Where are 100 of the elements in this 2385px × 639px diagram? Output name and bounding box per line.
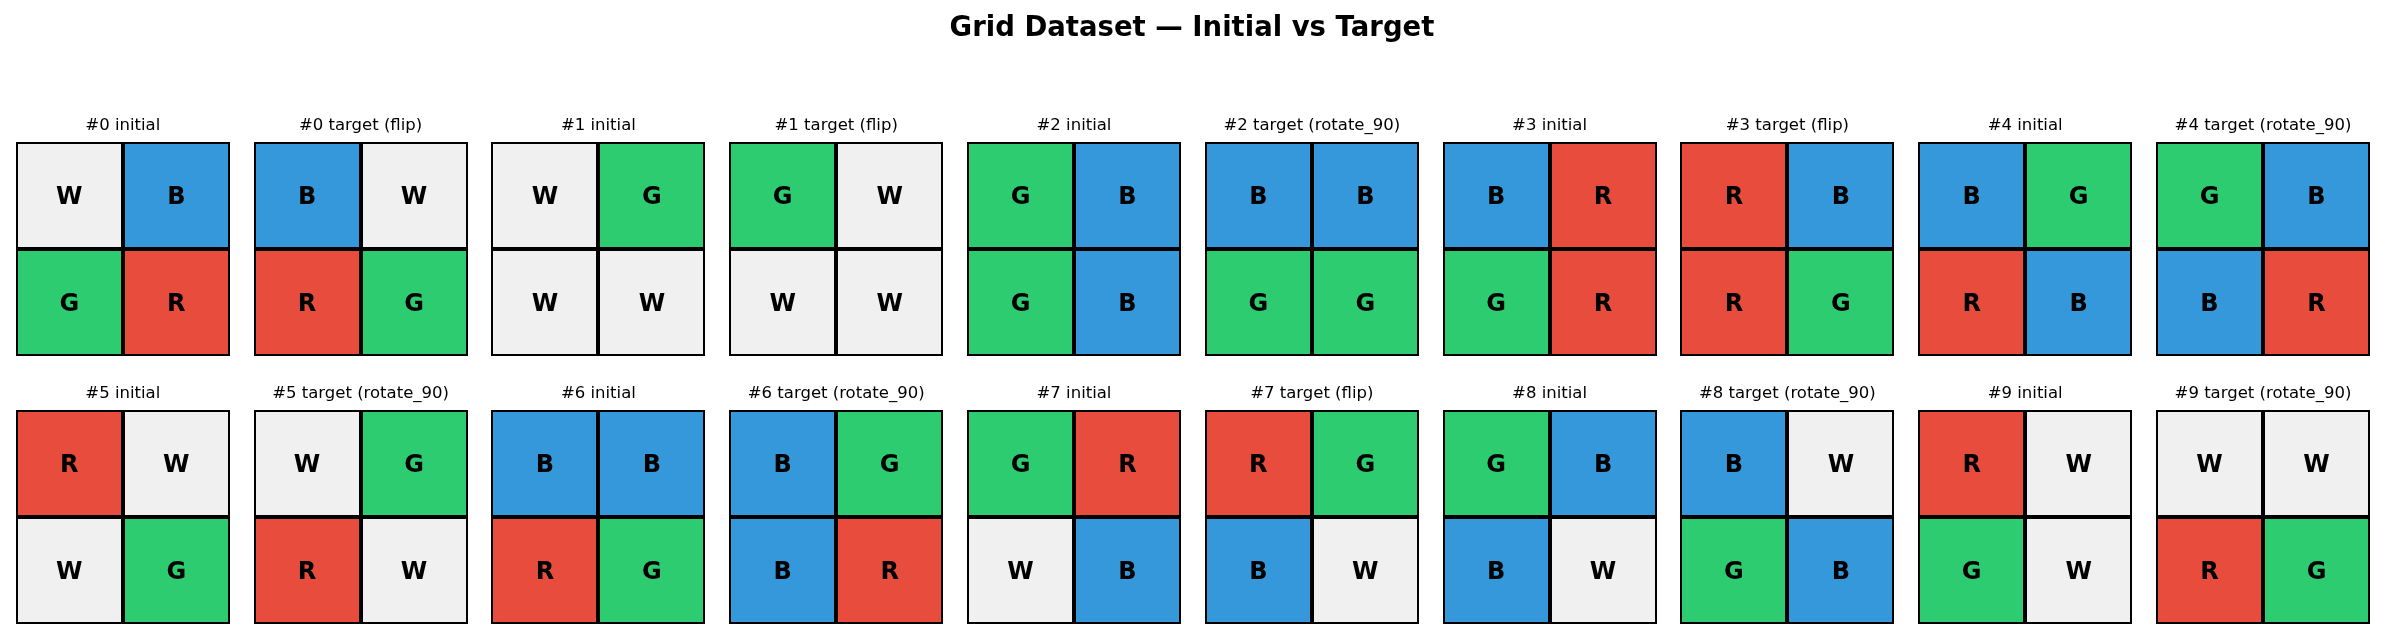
color-cell: R	[17, 412, 121, 515]
panel-title: #0 target (flip)	[298, 115, 423, 135]
color-cell: W	[600, 251, 704, 354]
color-cell: G	[1313, 412, 1417, 515]
panel-title: #7 initial	[1036, 383, 1112, 403]
color-cell: W	[838, 144, 942, 247]
panel-title: #1 initial	[560, 115, 636, 135]
panel-title: #8 target (rotate_90)	[1698, 383, 1876, 403]
color-cell: B	[1789, 519, 1893, 622]
color-cell: W	[2027, 412, 2131, 515]
color-cell: G	[362, 251, 466, 354]
color-cell: W	[493, 251, 597, 354]
color-cell: G	[17, 251, 121, 354]
color-cell: G	[2158, 144, 2261, 247]
color-cell: R	[124, 251, 228, 354]
color-cell: B	[124, 144, 228, 247]
panel-title: #6 initial	[560, 383, 636, 403]
color-cell: B	[2265, 144, 2368, 247]
color-cell: R	[255, 519, 359, 622]
color-cell: G	[969, 412, 1072, 515]
color-cell: W	[255, 412, 359, 515]
color-cell: W	[362, 144, 466, 247]
color-cell: B	[255, 144, 359, 247]
panel-title: #7 target (flip)	[1250, 383, 1374, 403]
color-cell: B	[1206, 144, 1310, 247]
color-cell: W	[17, 144, 121, 247]
color-cell: G	[1789, 251, 1893, 354]
panel-title: #6 target (rotate_90)	[747, 383, 925, 403]
color-cell: G	[1444, 251, 1548, 354]
color-cell: B	[493, 412, 597, 515]
color-cell: G	[1682, 519, 1786, 622]
color-cell: G	[1313, 251, 1417, 354]
color-cell: B	[1313, 144, 1417, 247]
color-cell: R	[1076, 412, 1179, 515]
color-cell: R	[255, 251, 359, 354]
color-cell: G	[1206, 251, 1310, 354]
color-cell: R	[1682, 251, 1786, 354]
color-cell: W	[362, 519, 466, 622]
color-cell: R	[1920, 412, 2024, 515]
color-cell: G	[838, 412, 942, 515]
panel-title: #9 initial	[1987, 383, 2063, 403]
color-cell: B	[1789, 144, 1893, 247]
color-cell: B	[1682, 412, 1786, 515]
color-cell: B	[2158, 251, 2261, 354]
color-cell: R	[2158, 519, 2261, 622]
color-cell: W	[493, 144, 597, 247]
color-cell: B	[1551, 412, 1655, 515]
color-cell: G	[124, 519, 228, 622]
color-cell: R	[2265, 251, 2368, 354]
color-cell: B	[1076, 519, 1179, 622]
diagram-title: Grid Dataset — Initial vs Target	[949, 9, 1435, 43]
color-cell: B	[600, 412, 704, 515]
color-cell: B	[2027, 251, 2131, 354]
panel-title: #3 initial	[1512, 115, 1588, 135]
color-cell: R	[493, 519, 597, 622]
panel-title: #8 initial	[1512, 383, 1588, 403]
color-cell: G	[1920, 519, 2024, 622]
color-cell: W	[17, 519, 121, 622]
color-cell: R	[1551, 144, 1655, 247]
color-cell: W	[1551, 519, 1655, 622]
color-cell: G	[1444, 412, 1548, 515]
panel-title: #9 target (rotate_90)	[2174, 383, 2352, 403]
color-cell: W	[1789, 412, 1893, 515]
color-cell: R	[1682, 144, 1786, 247]
color-cell: G	[731, 144, 835, 247]
color-cell: W	[1313, 519, 1417, 622]
color-cell: G	[2027, 144, 2131, 247]
color-cell: B	[1076, 251, 1179, 354]
color-cell: R	[1206, 412, 1310, 515]
color-cell: R	[1551, 251, 1655, 354]
panel-title: #4 target (rotate_90)	[2174, 115, 2352, 135]
panel-title: #5 initial	[85, 383, 161, 403]
color-cell: G	[362, 412, 466, 515]
panel-title: #0 initial	[85, 115, 161, 135]
color-cell: B	[1920, 144, 2024, 247]
color-cell: W	[124, 412, 228, 515]
color-cell: R	[838, 519, 942, 622]
color-cell: G	[600, 519, 704, 622]
color-cell: G	[969, 144, 1072, 247]
color-cell: W	[731, 251, 835, 354]
color-cell: B	[1206, 519, 1310, 622]
color-cell: B	[1444, 144, 1548, 247]
color-cell: W	[2265, 412, 2368, 515]
color-cell: G	[969, 251, 1072, 354]
color-cell: W	[969, 519, 1072, 622]
color-cell: W	[2027, 519, 2131, 622]
color-cell: W	[2158, 412, 2261, 515]
panel-title: #1 target (flip)	[774, 115, 898, 135]
panel-title: #2 initial	[1036, 115, 1112, 135]
panel-title: #3 target (flip)	[1725, 115, 1850, 135]
color-cell: B	[1444, 519, 1548, 622]
color-cell: G	[600, 144, 704, 247]
panel-title: #5 target (rotate_90)	[272, 383, 449, 403]
panel-title: #2 target (rotate_90)	[1223, 115, 1401, 135]
panel-title: #4 initial	[1987, 115, 2063, 135]
color-cell: B	[731, 412, 835, 515]
color-cell: R	[1920, 251, 2024, 354]
color-cell: B	[731, 519, 835, 622]
color-cell: W	[838, 251, 942, 354]
color-cell: B	[1076, 144, 1179, 247]
